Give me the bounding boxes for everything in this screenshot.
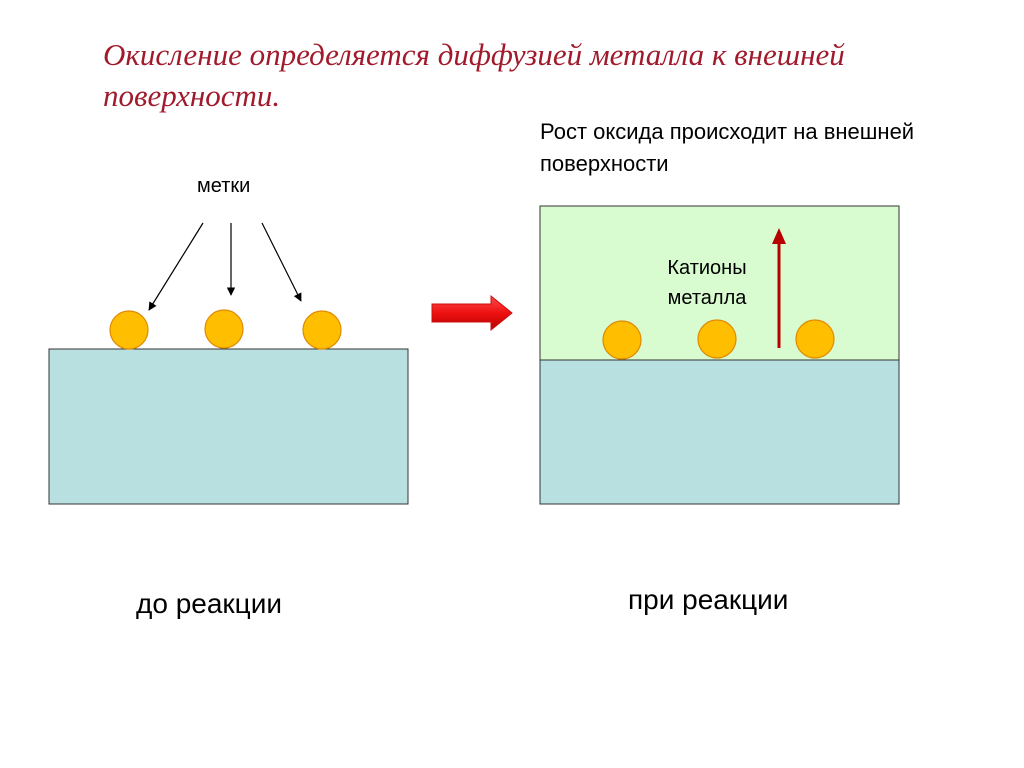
- marks-pointer-arrow-left: [148, 222, 204, 311]
- right-arrow-icon: [431, 294, 513, 332]
- marker-during-1: [602, 320, 642, 360]
- metal-block-before: [48, 348, 409, 505]
- marks-label: метки: [197, 175, 251, 197]
- marks-pointer-arrow-right: [261, 222, 302, 302]
- metal-block-during: [539, 359, 900, 505]
- growth-caption: Рост оксида происходит на внешней поверх…: [540, 119, 915, 176]
- marker-during-2: [697, 319, 737, 359]
- cations-label-line-1: Катионы: [667, 257, 747, 279]
- marker-before-2: [204, 309, 244, 349]
- marker-before-1: [109, 310, 149, 350]
- marker-before-3: [302, 310, 342, 350]
- cations-label: Катионы металла: [652, 253, 762, 313]
- slide-title: Окисление определяется диффузией металла…: [103, 37, 845, 113]
- cations-label-line-2: металла: [667, 287, 747, 309]
- caption-before-reaction: до реакции: [136, 588, 282, 619]
- caption-during-reaction: при реакции: [628, 584, 789, 615]
- up-arrow-head: [772, 228, 786, 244]
- marker-during-3: [795, 319, 835, 359]
